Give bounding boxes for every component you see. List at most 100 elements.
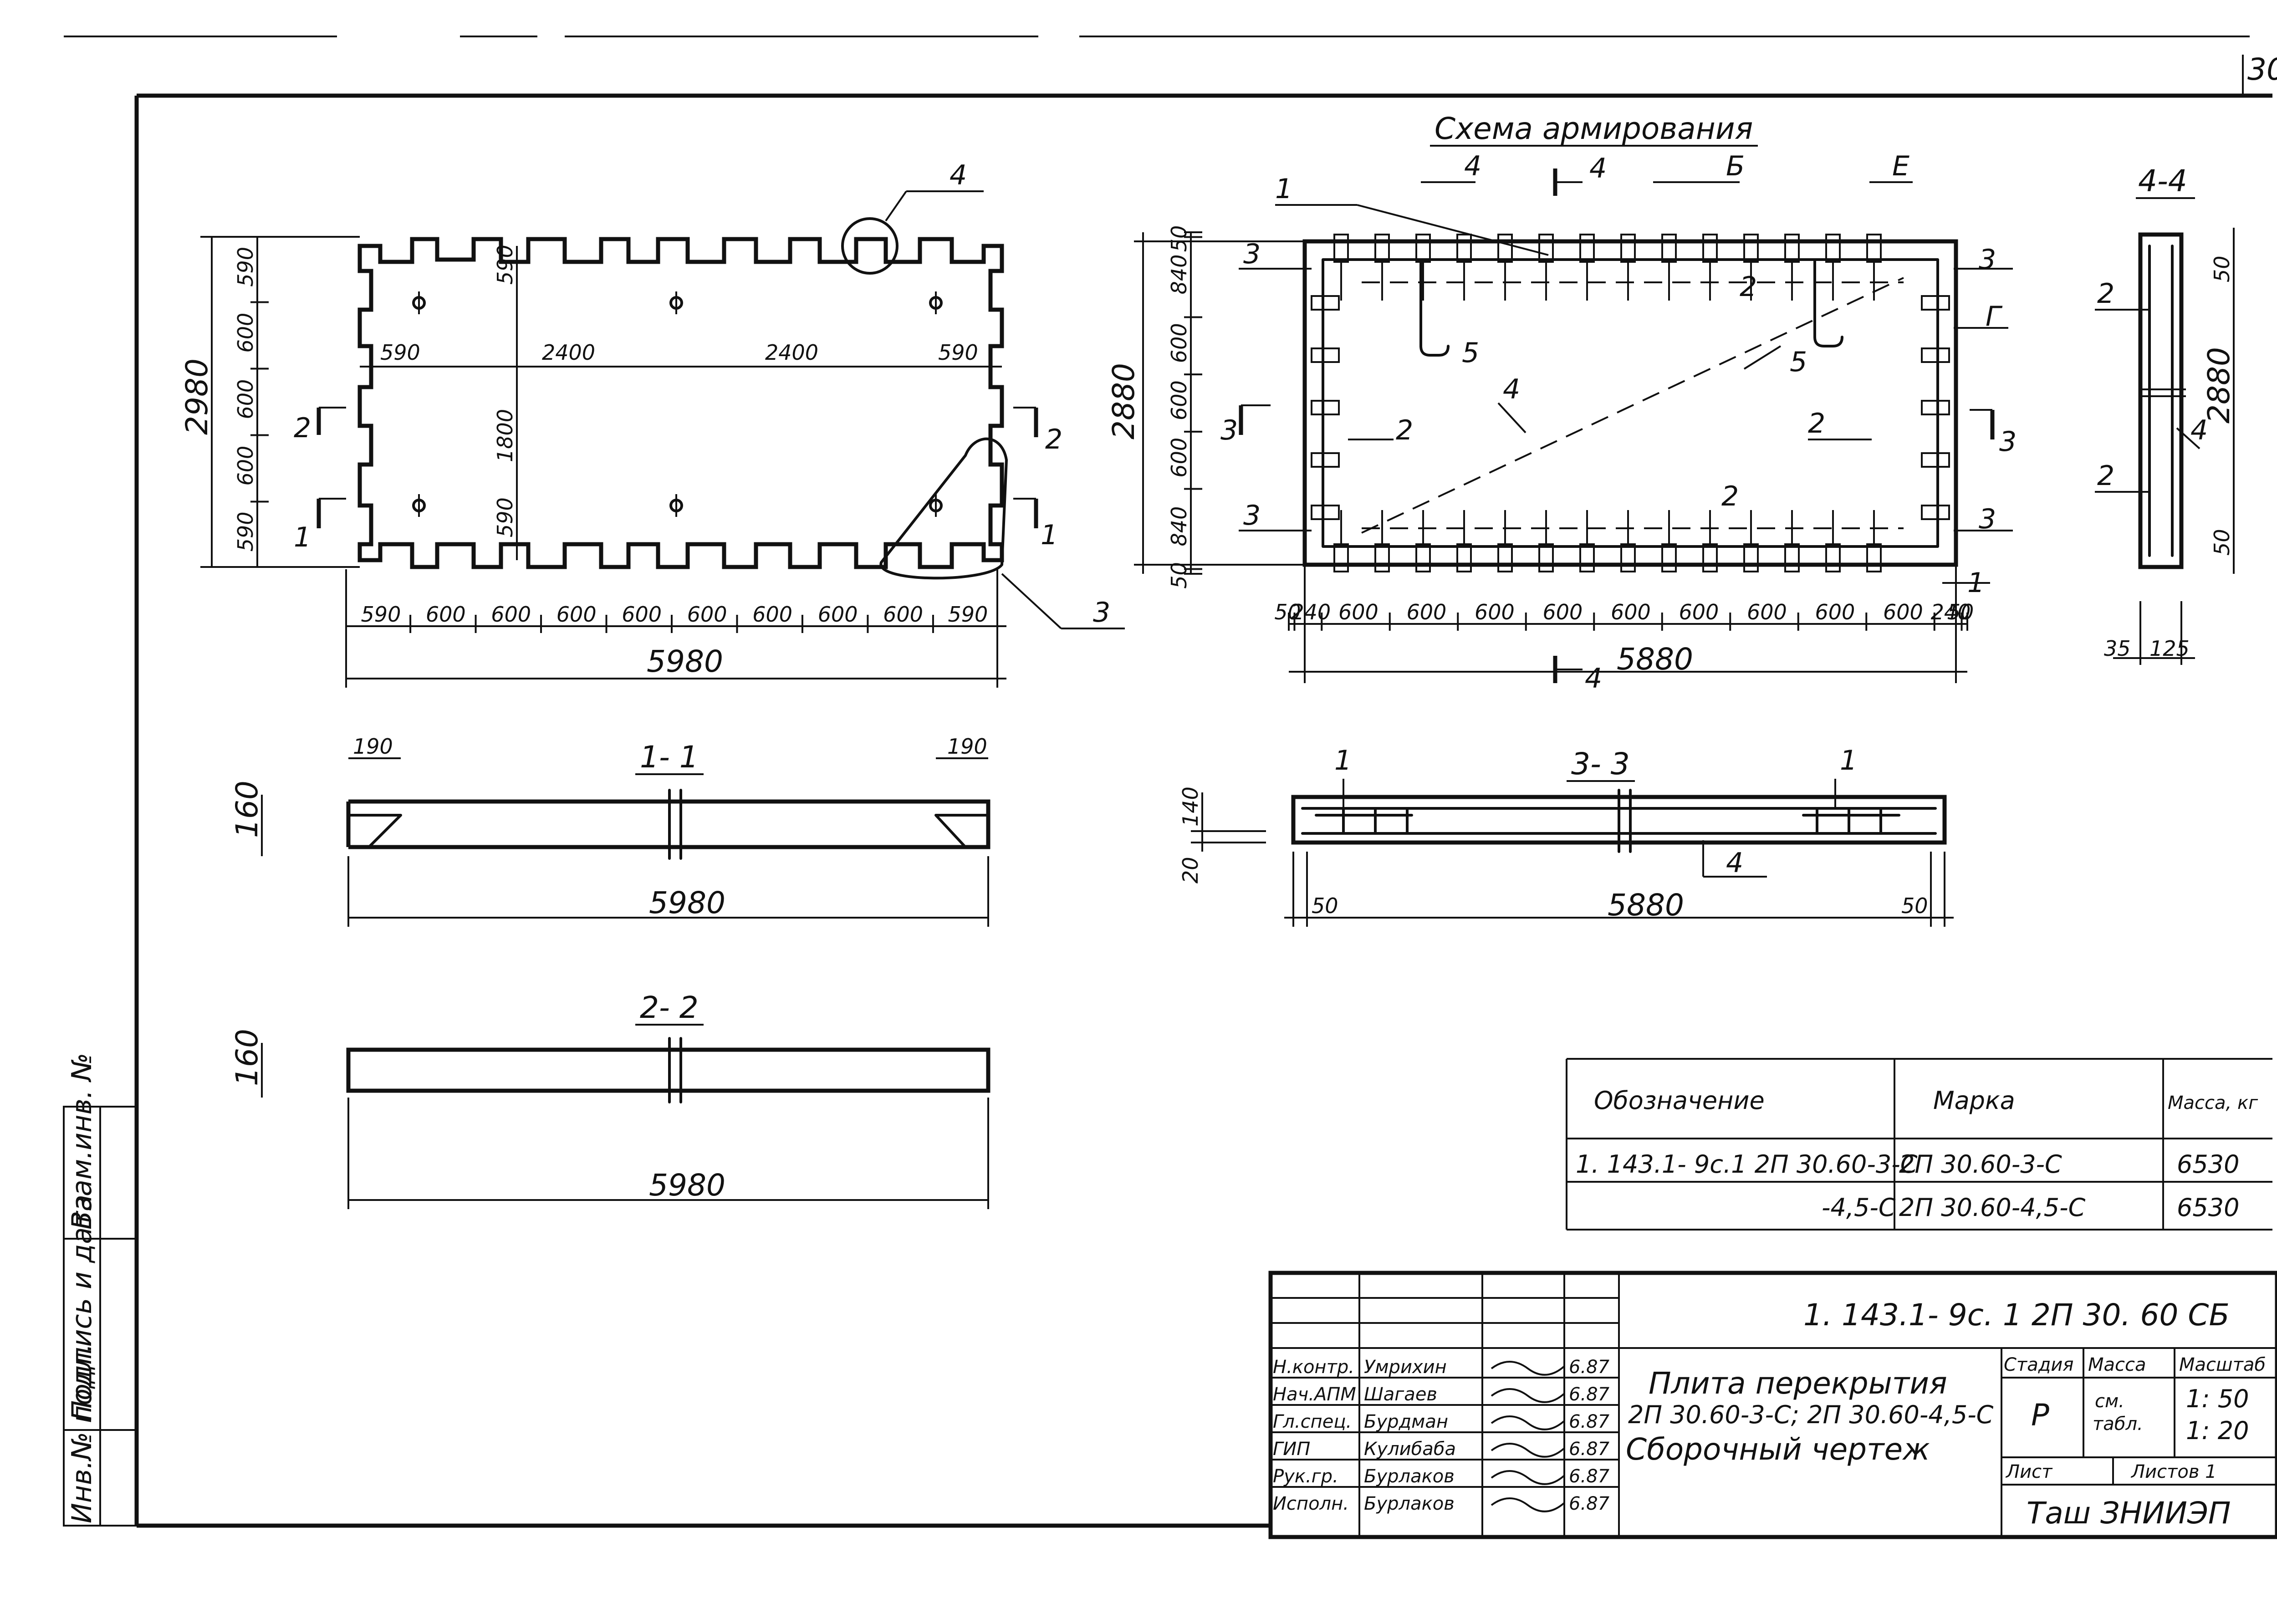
rib-right	[1921, 505, 1950, 520]
rebar-left-dim-5: 840	[1167, 506, 1191, 546]
rib-top	[1415, 234, 1431, 263]
title-mass-value2: табл.	[2093, 1414, 2143, 1435]
page-number: 30	[2247, 52, 2277, 87]
section44-bottom: 50	[2210, 529, 2234, 556]
signer-date-3: 6.87	[1569, 1439, 1610, 1460]
rebar-bottom-dim-7: 600	[1679, 600, 1719, 624]
rib-right	[1921, 347, 1950, 363]
plan-dim-inner-mid1: 2400	[542, 340, 595, 365]
rebar-bottom-dim-10: 600	[1883, 600, 1923, 624]
title-scale-value1: 1: 50	[2186, 1384, 2249, 1413]
rib-right	[1921, 400, 1950, 415]
rib-left	[1311, 347, 1340, 363]
rib-bottom	[1661, 543, 1677, 572]
section11-end-left: 190	[353, 734, 393, 759]
rebar-left-dim-1: 840	[1167, 255, 1191, 295]
section11-end-right: 190	[947, 734, 987, 759]
title-stage-value: Р	[2031, 1398, 2049, 1433]
section33-pos1-left: 1	[1334, 745, 1352, 776]
rebar-left-dim-3: 600	[1167, 380, 1191, 420]
rib-bottom	[1415, 543, 1431, 572]
section33-length: 5880	[1608, 888, 1684, 923]
rebar-bottom-dim-2: 600	[1338, 600, 1378, 624]
title-product2: 2П 30.60-3-С; 2П 30.60-4,5-С	[1628, 1400, 1994, 1429]
rib-bottom	[1497, 543, 1513, 572]
signer-role-4: Рук.гр.	[1273, 1466, 1338, 1487]
plan-bottom-dim-1: 600	[426, 602, 466, 627]
section-11: 1- 1 190 190 160 5980	[230, 734, 990, 927]
rib-left	[1311, 505, 1340, 520]
plan-cut2-right: 2	[1045, 424, 1062, 455]
rebar-overall-height: 2880	[1106, 363, 1141, 439]
title-product1: Плита перекрытия	[1649, 1366, 1947, 1401]
title-code: 1. 143.1- 9с. 1 2П 30. 60 СБ	[1803, 1297, 2230, 1333]
section44-w1: 35	[2104, 636, 2131, 661]
rebar-posB: Б	[1726, 150, 1745, 182]
rebar-pos5-right: 5	[1790, 346, 1807, 378]
rebar-bottom-dim-6: 600	[1611, 600, 1651, 624]
section-33: 3- 3 1 1 4 140 20 50 5880 50	[1178, 745, 1954, 927]
title-scale-header: Масштаб	[2179, 1354, 2266, 1375]
plan-dim-inner-left: 590	[380, 340, 420, 365]
title-product3: Сборочный чертеж	[1626, 1432, 1930, 1467]
section-22: 2- 2 160 5980	[230, 990, 990, 1209]
section11-length: 5980	[649, 885, 725, 920]
title-mass-header: Масса	[2088, 1354, 2146, 1375]
spec-row1-mark: 2П 30.60-3-С	[1899, 1150, 2062, 1179]
section22-title: 2- 2	[640, 990, 699, 1025]
section33-pos4: 4	[1726, 847, 1743, 879]
plan-left-dim-3: 600	[233, 446, 258, 486]
signature	[1491, 1443, 1565, 1458]
rebar-pos2-right: 2	[1808, 408, 1825, 439]
plan-left-dim-0: 590	[233, 247, 258, 287]
signer-name-0: Умрихин	[1364, 1357, 1447, 1378]
plan-outline	[357, 237, 1004, 569]
rebar-pos2-top: 2	[1740, 271, 1757, 303]
plan-dim-inner-mid2: 2400	[765, 340, 818, 365]
rebar-bottom-dim-5: 600	[1543, 600, 1583, 624]
section11-height: 160	[230, 781, 265, 838]
section11-title: 1- 1	[640, 740, 699, 775]
plan-callout3: 3	[1093, 597, 1110, 628]
rib-bottom	[1620, 543, 1636, 572]
signer-name-4: Бурлаков	[1364, 1466, 1455, 1487]
rebar-left-dim-4: 600	[1167, 438, 1191, 478]
signer-name-1: Шагаев	[1364, 1384, 1437, 1405]
signer-date-0: 6.87	[1569, 1357, 1610, 1378]
rebar-pos3-bl: 3	[1243, 500, 1261, 531]
signature	[1491, 1415, 1565, 1430]
section22-length: 5980	[649, 1168, 725, 1203]
section44-height: 2880	[2201, 347, 2236, 424]
section-44: 4-4 50 2880 50 2 2 4 35 125	[2095, 163, 2236, 665]
rib-top	[1866, 234, 1882, 263]
rib-left	[1311, 295, 1340, 311]
rebar-pos3-tr: 3	[1979, 244, 1996, 276]
rebar-posG: Г	[1986, 301, 2003, 332]
signer-name-5: Бурлаков	[1364, 1493, 1455, 1514]
plan-bottom-dim-5: 600	[687, 602, 727, 627]
plan-overall-width: 5980	[647, 644, 723, 679]
plan-bottom-dim-7: 600	[818, 602, 858, 627]
spec-table: Обозначение Марка Масса, кг 1. 143.1- 9с…	[1566, 1058, 2272, 1231]
stamp-sign-date: Подпись и дата	[66, 1195, 98, 1421]
rib-top	[1825, 234, 1841, 263]
title-sheets-label: Листов 1	[2130, 1461, 2217, 1482]
rib-left	[1311, 452, 1340, 468]
rebar-pos1-top: 1	[1275, 173, 1292, 205]
rebar-bottom-dim-4: 600	[1475, 600, 1515, 624]
signer-date-4: 6.87	[1569, 1466, 1610, 1487]
signer-date-1: 6.87	[1569, 1384, 1610, 1405]
spec-row2-designation: -4,5-С	[1822, 1193, 1896, 1222]
rebar-cut3-right: 3	[1999, 426, 2017, 458]
rebar-bottom-dim-3: 600	[1407, 600, 1447, 624]
title-mass-value1: см.	[2095, 1391, 2124, 1412]
rebar-bottom-dim-12: 50	[1947, 600, 1974, 624]
signature	[1491, 1470, 1565, 1485]
rib-top	[1784, 234, 1800, 263]
rib-top	[1620, 234, 1636, 263]
rib-bottom	[1702, 543, 1718, 572]
rib-top	[1743, 234, 1759, 263]
signer-role-0: Н.контр.	[1273, 1357, 1354, 1378]
